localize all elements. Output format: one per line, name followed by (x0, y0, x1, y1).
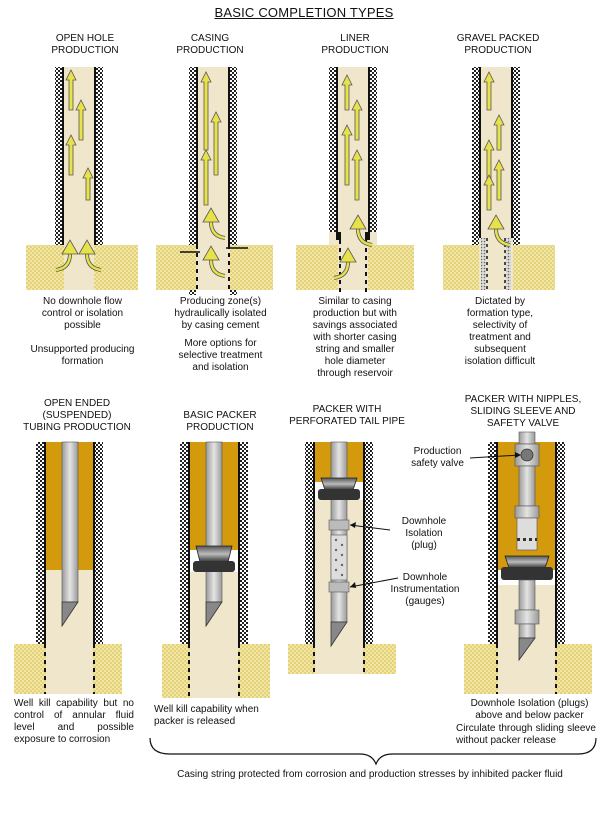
inflow-curve-icon (209, 259, 226, 278)
heading-perforated-tail: PACKER WITH PERFORATED TAIL PIPE (289, 404, 405, 427)
note-open-ended: Well kill capability but no control of a… (14, 698, 134, 745)
flow-arrow-icon (210, 111, 222, 176)
note-casing-2: More options for selective treatment and… (178, 338, 263, 373)
heading-gravel-packed: GRAVEL PACKED PRODUCTION (456, 33, 540, 56)
flow-arrow-icon (65, 134, 77, 176)
heading-casing: CASING PRODUCTION (176, 33, 244, 56)
note-nipples-2: Circulate through sliding sleeve without… (456, 723, 596, 746)
diagram-nipples-sleeve (464, 431, 592, 694)
flow-arrow-icon (349, 214, 367, 230)
flow-arrow-icon (487, 214, 505, 230)
flow-arrow-icon (65, 69, 77, 111)
flow-arrow-icon (483, 174, 495, 211)
diagram-basic-packer (162, 441, 270, 698)
callout-downhole-isolation: Downhole Isolation (plug) (401, 516, 447, 551)
note-open-hole-1: No downhole flow control or isolation po… (41, 296, 124, 331)
inflow-curve-icon (55, 253, 72, 272)
flow-arrow-icon (493, 114, 505, 151)
flow-arrow-icon (341, 124, 353, 186)
flow-arrow-icon (351, 149, 363, 201)
diagram-perforated-tail (288, 441, 399, 674)
footer-brace (149, 737, 597, 766)
note-liner: Similar to casing production but with sa… (312, 296, 398, 379)
flow-arrow-icon (202, 245, 220, 261)
callout-safety-valve: Production safety valve (411, 446, 464, 469)
callout-downhole-instrumentation: Downhole Instrumentation (gauges) (390, 572, 460, 607)
heading-open-hole: OPEN HOLE PRODUCTION (51, 33, 119, 56)
diagram-liner (296, 67, 414, 292)
flow-arrow-icon (200, 149, 212, 206)
note-gravel-packed: Dictated by formation type, selectivity … (464, 296, 536, 367)
inflow-curve-icon (356, 228, 373, 247)
flow-arrow-icon (75, 99, 87, 141)
heading-liner: LINER PRODUCTION (321, 33, 389, 56)
heading-basic-packer: BASIC PACKER PRODUCTION (183, 410, 257, 433)
note-open-hole-2: Unsupported producing formation (30, 344, 135, 367)
inflow-curve-icon (494, 228, 511, 247)
heading-nipples: PACKER WITH NIPPLES, SLIDING SLEEVE AND … (464, 394, 582, 429)
diagram-casing (156, 67, 273, 295)
flow-arrow-icon (82, 167, 94, 201)
flow-arrow-icon (61, 239, 79, 255)
note-casing-1: Producing zone(s) hydraulically isolated… (174, 296, 267, 331)
inflow-curve-icon (85, 253, 102, 272)
flow-arrow-icon (483, 139, 495, 181)
inflow-curve-icon (333, 261, 350, 280)
flow-arrows (55, 69, 511, 280)
flow-arrow-icon (339, 247, 357, 263)
footer-caption: Casing string protected from corrosion a… (177, 769, 563, 780)
flow-arrow-icon (493, 159, 505, 201)
diagram-open-ended-tubing (14, 441, 122, 694)
flow-arrow-icon (202, 207, 220, 223)
inflow-curve-icon (209, 221, 226, 240)
note-basic-packer: Well kill capability when packer is rele… (154, 704, 259, 727)
flow-arrow-icon (78, 239, 96, 255)
heading-open-ended: OPEN ENDED (SUSPENDED) TUBING PRODUCTION (23, 398, 131, 433)
page-title: BASIC COMPLETION TYPES (214, 5, 394, 20)
note-nipples-1: Downhole Isolation (plugs) above and bel… (470, 698, 589, 721)
flow-arrow-icon (483, 71, 495, 111)
flow-arrow-icon (351, 99, 363, 141)
flow-arrow-icon (200, 71, 212, 151)
flow-arrow-icon (341, 74, 353, 111)
diagram-open-hole (26, 67, 138, 290)
